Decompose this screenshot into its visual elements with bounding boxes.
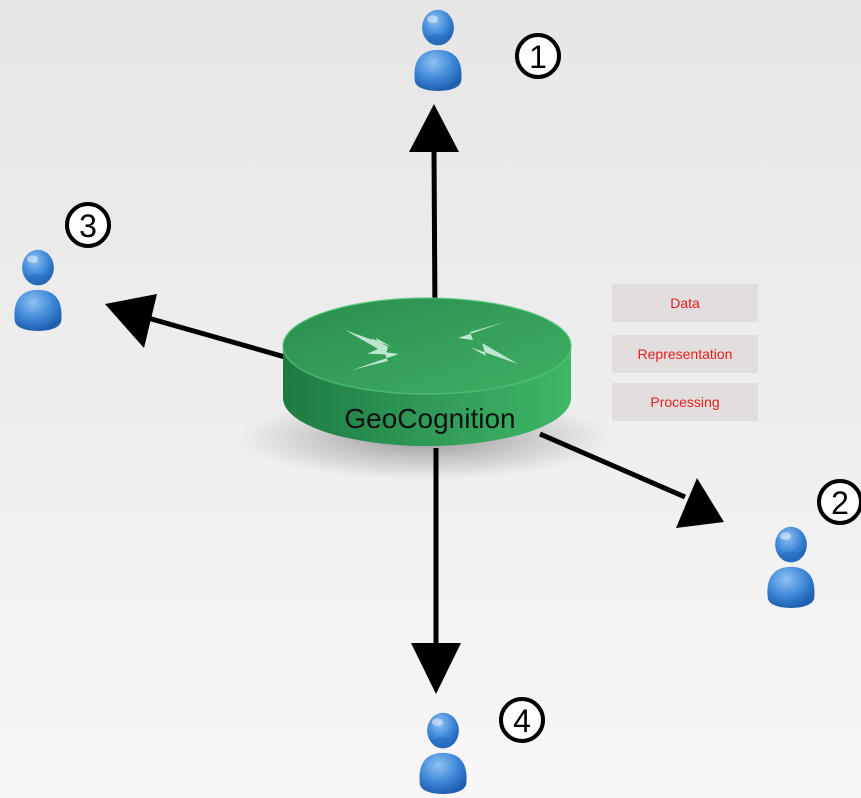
hub-label: GeoCognition [344,403,515,434]
arrow-right [539,431,724,528]
user-icon-2 [767,526,815,608]
number-badge-3: 3 [65,202,111,248]
arrow-down [411,448,461,694]
arrow-left [105,294,286,360]
user-icon-1 [414,9,462,91]
tag-processing: Processing [612,383,758,421]
badge-label-4: 4 [513,703,531,739]
badge-label-3: 3 [79,208,97,244]
number-badge-2: 2 [817,479,861,525]
router-arrows-icon [345,322,518,370]
user-icon-3 [14,249,62,331]
badge-label-1: 1 [529,39,547,75]
hub-router [282,297,572,446]
number-badge-1: 1 [515,33,561,79]
tag-data: Data [612,284,758,322]
number-badge-4: 4 [499,697,545,743]
tag-representation: Representation [612,335,758,373]
badge-label-2: 2 [831,485,849,521]
arrow-up [409,104,459,321]
user-icon-4 [419,712,467,794]
